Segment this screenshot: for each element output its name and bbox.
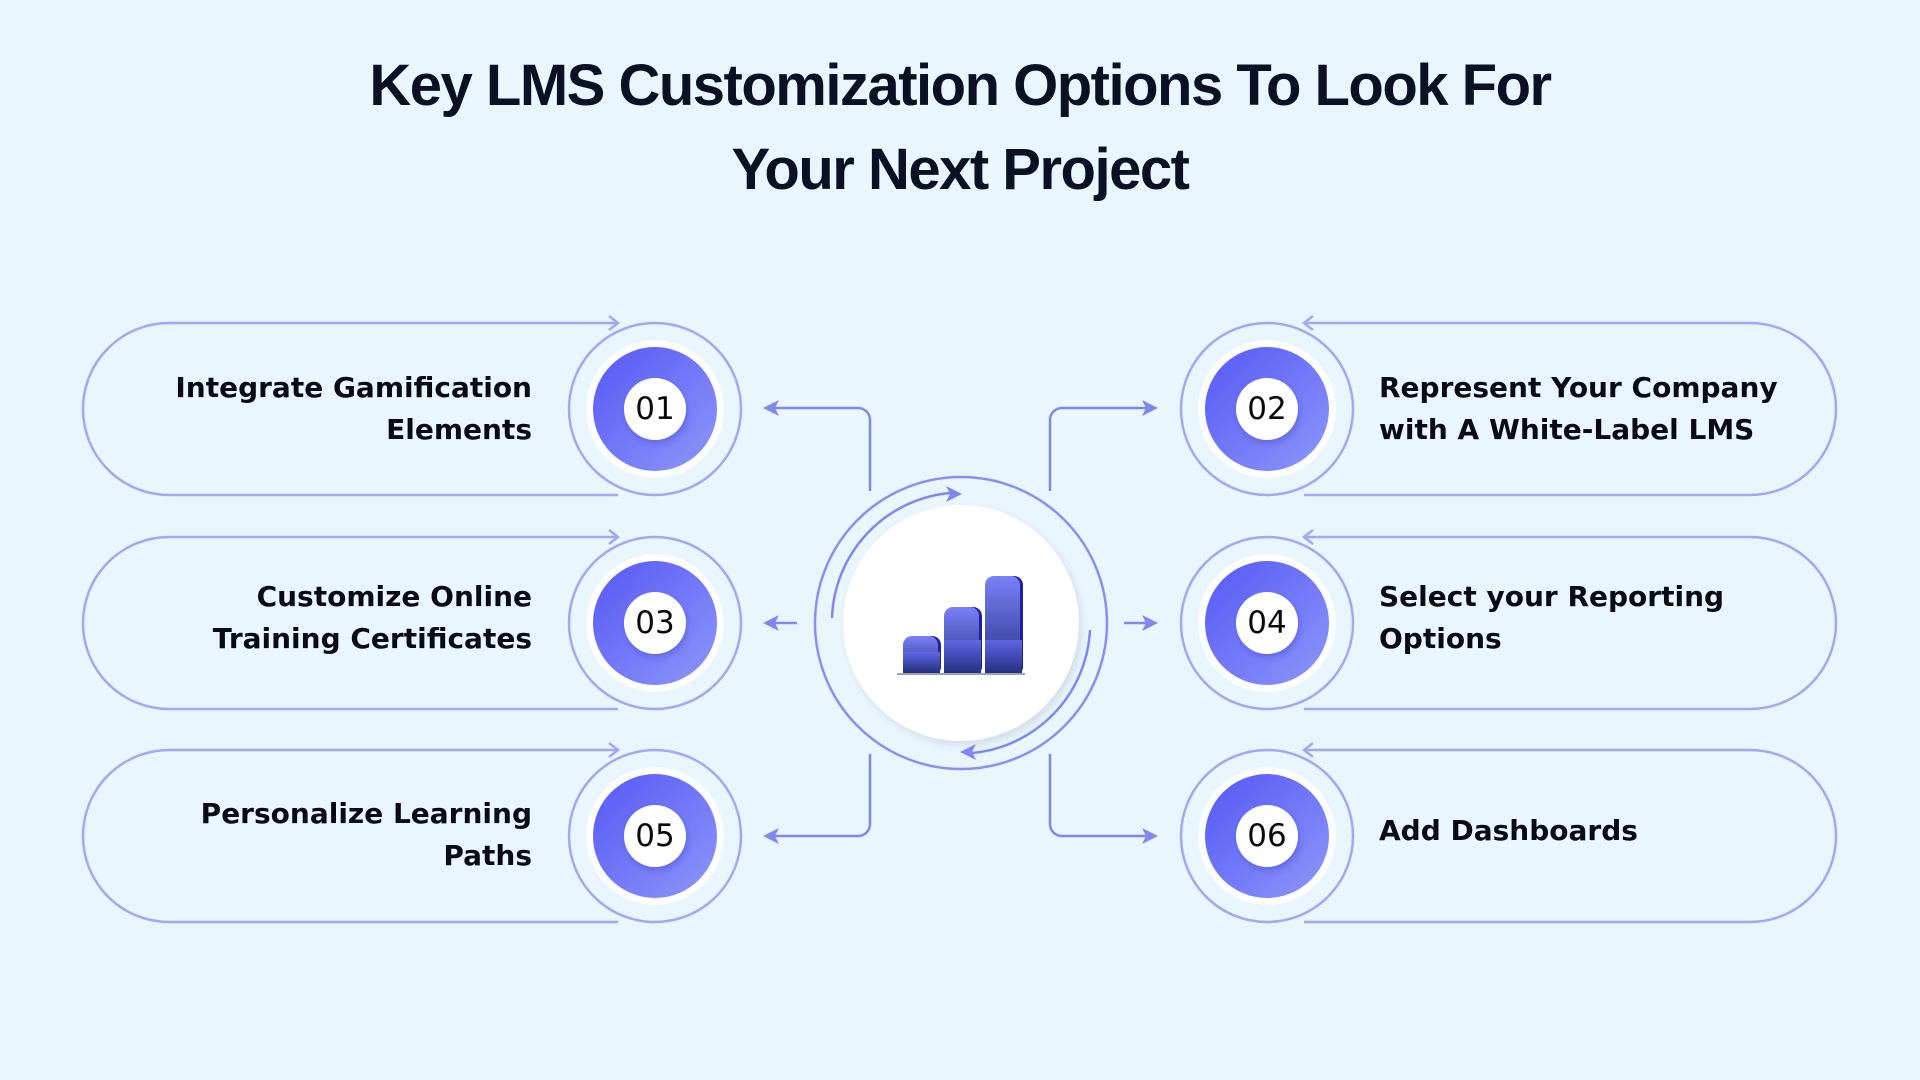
arrowhead-left-icon bbox=[763, 828, 779, 844]
cycle-arrow-top-icon bbox=[830, 491, 951, 619]
badge-05 bbox=[567, 748, 743, 924]
cycle-arrow-bottom-icon bbox=[971, 629, 1092, 755]
item-02-number: 02 bbox=[1247, 391, 1287, 427]
item-03-line-1: Customize Online bbox=[256, 580, 532, 613]
arrowhead-left-icon bbox=[763, 400, 779, 416]
item-01-line-2: Elements bbox=[386, 413, 532, 446]
item-01-number: 01 bbox=[635, 391, 675, 427]
item-05-label: Personalize Learning Paths bbox=[150, 793, 532, 877]
arrowhead-right-icon bbox=[1142, 400, 1158, 416]
item-02-line-2: with A White-Label LMS bbox=[1379, 413, 1755, 446]
page-title: Key LMS Customization Options To Look Fo… bbox=[0, 44, 1920, 212]
card-02-outline bbox=[1301, 315, 1838, 497]
item-04-line-1: Select your Reporting bbox=[1379, 580, 1725, 613]
badge-03 bbox=[567, 535, 743, 711]
connector-to-06 bbox=[1048, 754, 1150, 838]
arrowhead-right-icon bbox=[1142, 615, 1158, 631]
item-06-line-1: Add Dashboards bbox=[1379, 814, 1638, 847]
item-05-line-2: Paths bbox=[443, 839, 532, 872]
badge-04 bbox=[1179, 535, 1355, 711]
arrowhead-right-icon bbox=[1142, 828, 1158, 844]
item-01-label: Integrate Gamification Elements bbox=[150, 367, 532, 451]
badge-01 bbox=[567, 321, 743, 497]
item-04-label: Select your Reporting Options bbox=[1379, 576, 1799, 660]
item-02-line-1: Represent Your Company bbox=[1379, 371, 1778, 404]
card-04-outline bbox=[1301, 529, 1838, 711]
item-04-line-2: Options bbox=[1379, 622, 1502, 655]
title-line-1: Key LMS Customization Options To Look Fo… bbox=[369, 53, 1552, 118]
badge-06 bbox=[1179, 748, 1355, 924]
item-05-line-1: Personalize Learning bbox=[200, 797, 532, 830]
arrowhead-left-icon bbox=[763, 615, 779, 631]
connector-to-05 bbox=[770, 754, 872, 838]
item-06-number: 06 bbox=[1247, 818, 1287, 854]
item-03-number: 03 bbox=[635, 605, 675, 641]
item-04-number: 04 bbox=[1247, 605, 1287, 641]
card-01-outline bbox=[81, 315, 621, 497]
card-05-outline bbox=[81, 742, 621, 924]
connector-to-01 bbox=[770, 406, 872, 491]
card-06-outline bbox=[1301, 742, 1838, 924]
item-05-number: 05 bbox=[635, 818, 675, 854]
connector-to-02 bbox=[1048, 406, 1150, 491]
card-03-outline bbox=[81, 529, 621, 711]
item-01-line-1: Integrate Gamification bbox=[175, 371, 532, 404]
title-line-2: Your Next Project bbox=[731, 137, 1190, 202]
item-06-label: Add Dashboards bbox=[1379, 810, 1799, 852]
item-02-label: Represent Your Company with A White-Labe… bbox=[1379, 367, 1799, 451]
badge-02 bbox=[1179, 321, 1355, 497]
item-03-label: Customize Online Training Certificates bbox=[150, 576, 532, 660]
item-03-line-2: Training Certificates bbox=[212, 622, 532, 655]
